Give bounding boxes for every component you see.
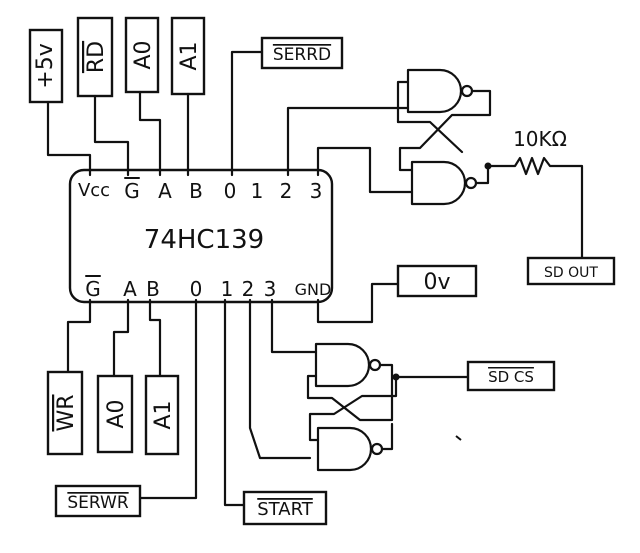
label-serrd: SERRD [260,36,344,70]
pin-g-bottom: G [85,277,101,301]
pin-a-bottom: A [123,277,137,301]
latch-sd-cs [306,342,470,472]
svg-text:A0: A0 [104,399,129,428]
pin-1-bottom: 1 [221,277,234,301]
svg-text:WR: WR [54,394,79,431]
svg-text:A1: A1 [177,41,202,70]
label-serwr: SERWR [54,484,142,518]
top-wires [46,50,414,194]
svg-text:A1: A1 [151,400,176,429]
svg-text:SERWR: SERWR [67,493,128,513]
label-a1-top: A1 [170,16,206,96]
label-a0-top: A0 [124,16,160,94]
svg-text:SD OUT: SD OUT [544,265,598,281]
chip-part-number: 74HC139 [144,225,264,255]
pin-2-bottom: 2 [242,277,255,301]
pin-3-bottom: 3 [264,277,277,301]
pin-b-bottom: B [146,277,160,301]
label-start: START [242,490,328,526]
label-plus5v: +5v [28,28,64,104]
label-sd-cs: SD CS [466,360,556,392]
pin-0-top: 0 [224,179,237,203]
pin-a-top: A [158,179,172,203]
svg-text:A0: A0 [131,40,156,69]
pin-1-top: 1 [251,179,264,203]
resistor-label: 10KΩ [513,127,567,151]
pin-2-top: 2 [280,179,293,203]
svg-text:RD: RD [84,41,109,73]
pin-gnd: GND [295,280,332,299]
latch-sd-out: 10KΩ [396,68,584,260]
label-rd: RD [76,16,114,98]
gnd-wire [316,282,400,324]
label-a0-bottom: A0 [96,374,134,454]
label-a1-bottom: A1 [144,374,180,456]
bottom-wires [66,298,318,507]
pin-3-top: 3 [310,179,323,203]
nand-gate-1 [406,68,463,114]
svg-text:+5v: +5v [33,43,58,88]
label-zero-v: 0v [396,264,478,298]
stray-mark [455,435,462,441]
svg-text:SD CS: SD CS [488,368,534,386]
label-sd-out: SD OUT [526,256,616,286]
pin-g-top: G [124,179,140,203]
pin-vcc: Vcc [78,180,110,201]
pin-0-bottom: 0 [190,277,203,301]
pin-b-top: B [189,179,203,203]
label-wr: WR [46,370,84,456]
svg-text:SERRD: SERRD [273,45,331,65]
svg-text:START: START [257,499,314,520]
chip-74hc139: 74HC139 Vcc G A B 0 1 2 3 G A B 0 1 2 3 … [68,168,334,304]
svg-text:0v: 0v [423,270,450,295]
